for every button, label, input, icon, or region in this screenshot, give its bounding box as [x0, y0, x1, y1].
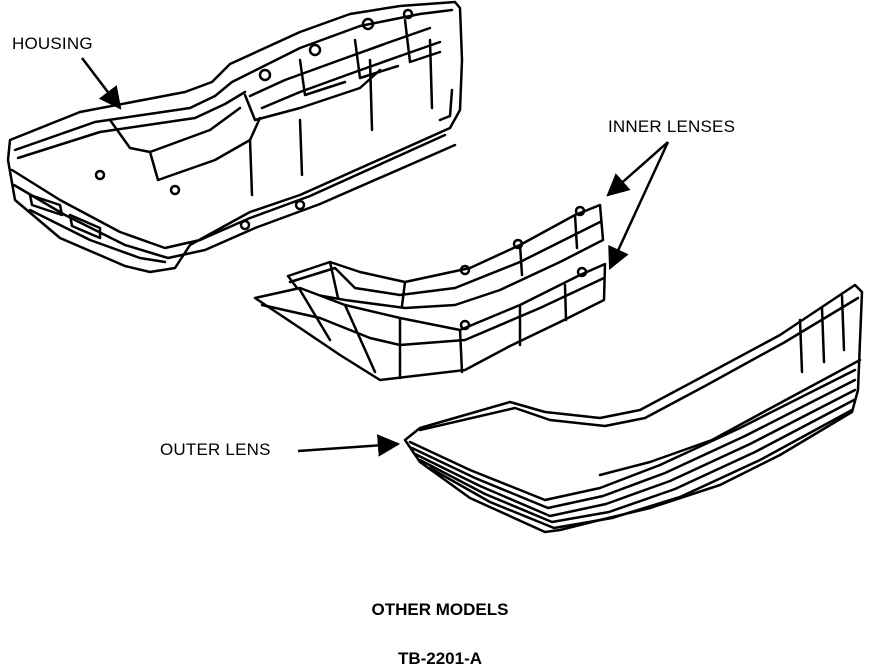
housing-leader-arrow: [81, 57, 122, 110]
inner-lens-lower-arrow: [608, 141, 670, 271]
outer-lens-label: OUTER LENS: [160, 440, 271, 459]
housing-drawing: [6, 0, 464, 274]
outer-lens-drawing: [403, 283, 864, 534]
inner-lenses-drawing: [253, 203, 607, 382]
housing-label: HOUSING: [12, 34, 93, 53]
outer-lens-leader-arrow: [297, 434, 401, 457]
leader-lines: [81, 57, 670, 457]
figure-id: TB-2201-A: [397, 649, 483, 668]
inner-lenses-label: INNER LENSES: [608, 117, 736, 136]
models-caption: OTHER MODELS: [371, 600, 509, 619]
inner-lens-upper-arrow: [606, 141, 669, 197]
